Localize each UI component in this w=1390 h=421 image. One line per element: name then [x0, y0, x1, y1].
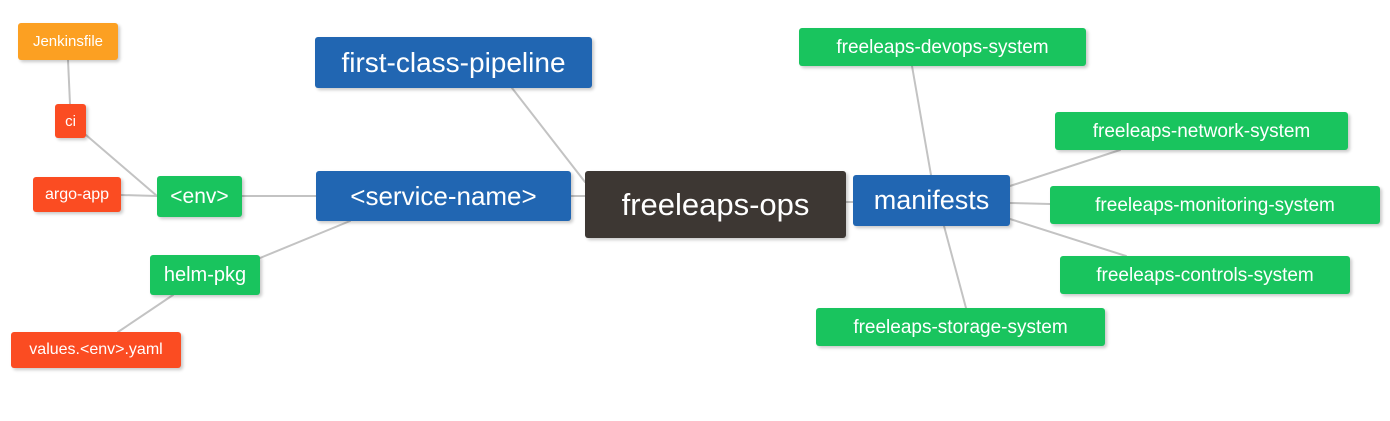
node-label-freeleaps-monitoring-system: freeleaps-monitoring-system	[1095, 194, 1335, 216]
node-helm-pkg[interactable]: helm-pkg	[150, 255, 260, 295]
node-argo-app[interactable]: argo-app	[33, 177, 121, 212]
node-label-values-env-yaml: values.<env>.yaml	[29, 341, 163, 358]
edge-argo-app-to-env	[120, 194, 158, 197]
node-service-name[interactable]: <service-name>	[316, 171, 571, 221]
node-label-helm-pkg: helm-pkg	[163, 264, 247, 286]
node-jenkinsfile[interactable]: Jenkinsfile	[18, 23, 118, 60]
edge-manifests-to-freeleaps-devops-system	[911, 65, 932, 176]
node-manifests[interactable]: manifests	[853, 175, 1010, 226]
node-ci[interactable]: ci	[55, 104, 86, 138]
node-label-manifests: manifests	[873, 185, 990, 215]
edge-manifests-to-freeleaps-storage-system	[943, 225, 967, 309]
node-freeleaps-devops-system[interactable]: freeleaps-devops-system	[799, 28, 1086, 66]
node-label-freeleaps-controls-system: freeleaps-controls-system	[1096, 264, 1314, 286]
edge-manifests-to-freeleaps-network-system	[1009, 149, 1121, 187]
edge-jenkinsfile-to-ci	[67, 59, 71, 105]
edge-manifests-to-freeleaps-monitoring-system	[1009, 202, 1051, 205]
node-label-env: <env>	[170, 185, 229, 208]
node-label-freeleaps-ops: freeleaps-ops	[621, 187, 810, 222]
node-label-argo-app: argo-app	[44, 185, 110, 203]
node-label-ci: ci	[65, 112, 76, 130]
node-freeleaps-storage-system[interactable]: freeleaps-storage-system	[816, 308, 1105, 346]
node-label-freeleaps-devops-system: freeleaps-devops-system	[836, 36, 1049, 58]
node-freeleaps-network-system[interactable]: freeleaps-network-system	[1055, 112, 1348, 150]
edge-manifests-to-freeleaps-controls-system	[1009, 218, 1127, 257]
node-label-jenkinsfile: Jenkinsfile	[32, 33, 104, 50]
node-label-first-class-pipeline: first-class-pipeline	[341, 46, 566, 78]
edge-values-env-yaml-to-helm-pkg	[117, 294, 174, 333]
node-env[interactable]: <env>	[157, 176, 242, 217]
node-label-service-name: <service-name>	[350, 181, 537, 211]
node-freeleaps-controls-system[interactable]: freeleaps-controls-system	[1060, 256, 1350, 294]
node-values-env-yaml[interactable]: values.<env>.yaml	[11, 332, 181, 368]
node-label-freeleaps-storage-system: freeleaps-storage-system	[853, 316, 1068, 338]
node-label-freeleaps-network-system: freeleaps-network-system	[1092, 120, 1311, 142]
edge-helm-pkg-to-service-name	[259, 220, 351, 259]
edge-first-class-pipeline-to-freeleaps-ops	[511, 87, 586, 183]
node-first-class-pipeline[interactable]: first-class-pipeline	[315, 37, 592, 88]
node-freeleaps-monitoring-system[interactable]: freeleaps-monitoring-system	[1050, 186, 1380, 224]
node-freeleaps-ops[interactable]: freeleaps-ops	[585, 171, 846, 238]
